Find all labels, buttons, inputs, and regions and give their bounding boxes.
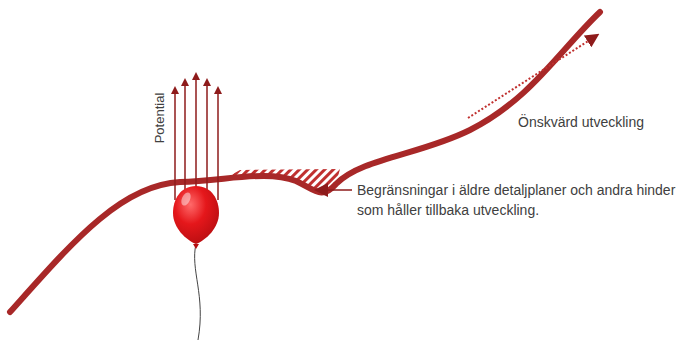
balloon-string: [195, 244, 201, 340]
desired-label: Önskvärd utveckling: [518, 112, 688, 132]
balloon-knot: [193, 244, 199, 249]
restriction-hatch: [224, 169, 340, 192]
potential-arrows: [175, 74, 218, 200]
desired-arrow: [468, 36, 596, 118]
potential-label: Potential: [150, 78, 170, 158]
callout-arrow: [318, 189, 352, 191]
restriction-note: Begränsningar i äldre detaljplaner och a…: [357, 180, 687, 220]
balloon: [173, 186, 219, 244]
balloon-highlight: [179, 191, 192, 207]
development-curve: [10, 12, 600, 312]
